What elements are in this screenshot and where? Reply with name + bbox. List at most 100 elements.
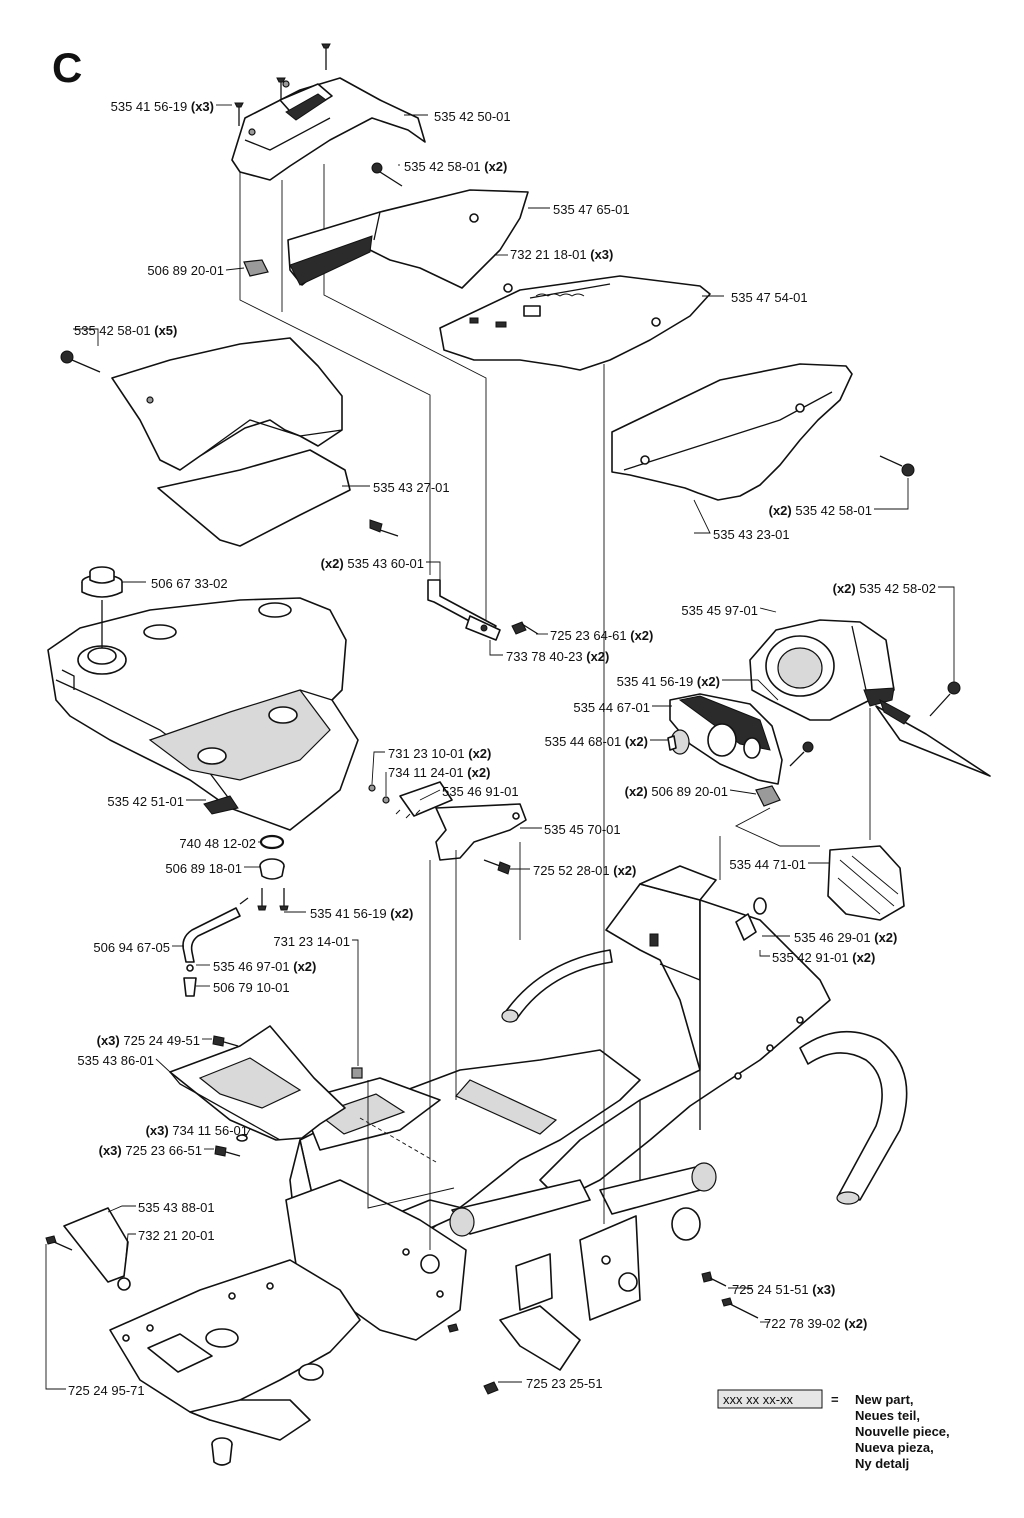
callout-c26: 535 45 70-01 <box>544 822 621 837</box>
quantity: (x2) <box>844 1316 867 1331</box>
part-number: 506 89 18-01 <box>165 861 242 876</box>
callout-c40: (x3) 734 11 56-01 <box>146 1123 248 1138</box>
part-number: 725 24 95-71 <box>68 1383 145 1398</box>
callout-c17: 733 78 40-23 (x2) <box>506 649 609 664</box>
callout-c13: 506 67 33-02 <box>151 576 228 591</box>
part-number: 535 47 65-01 <box>553 202 630 217</box>
quantity: (x2) <box>293 959 316 974</box>
headlight-lens <box>827 845 905 921</box>
quantity: (x2) <box>630 628 653 643</box>
callout-c02: 535 42 50-01 <box>434 109 511 124</box>
quantity: (x3) <box>146 1123 169 1138</box>
callout-c42: 535 43 88-01 <box>138 1200 215 1215</box>
legend-line-4: Nueva pieza, <box>855 1440 934 1455</box>
callout-c15: 535 45 97-01 <box>681 603 758 618</box>
rubber-plug <box>351 1067 363 1079</box>
part-number: 535 43 60-01 <box>347 556 424 571</box>
legend-code: xxx xx xx-xx <box>723 1392 794 1407</box>
quantity: (x2) <box>390 906 413 921</box>
part-number: 725 52 28-01 <box>533 863 610 878</box>
pedal-screws <box>212 1035 248 1157</box>
callout-c27: 740 48 12-02 <box>179 836 256 851</box>
callout-c07: 535 47 54-01 <box>731 290 808 305</box>
quantity: (x2) <box>586 649 609 664</box>
callout-c14: (x2) 535 42 58-02 <box>833 581 936 596</box>
callout-c09: 535 43 27-01 <box>373 480 450 495</box>
part-number: 731 23 10-01 <box>388 746 465 761</box>
callout-c23: 535 46 91-01 <box>442 784 519 799</box>
fuel-cap <box>81 566 123 648</box>
part-number: 535 42 58-01 <box>74 323 151 338</box>
quantity: (x2) <box>769 503 792 518</box>
callout-c04: 535 47 65-01 <box>553 202 630 217</box>
legend-equals: = <box>831 1392 839 1407</box>
section-letter: C <box>52 44 82 91</box>
screw-pair <box>371 162 403 187</box>
part-number: 734 11 24-01 <box>388 765 464 780</box>
callout-c21: 731 23 10-01 (x2) <box>388 746 491 761</box>
part-number: 535 44 67-01 <box>573 700 650 715</box>
axle-bolts <box>447 1271 759 1395</box>
quantity: (x2) <box>613 863 636 878</box>
callout-c29: 506 89 18-01 <box>165 861 242 876</box>
legend-line-3: Nouvelle piece, <box>855 1424 950 1439</box>
callout-c01: 535 41 56-19 (x3) <box>111 99 214 114</box>
part-number: 535 41 56-19 <box>617 674 694 689</box>
top-cover <box>231 77 426 181</box>
quantity: (x2) <box>468 746 491 761</box>
callout-c37: 506 79 10-01 <box>213 980 290 995</box>
quantity: (x2) <box>625 734 648 749</box>
tank-outlet-fittings <box>257 834 289 911</box>
quantity: (x3) <box>99 1143 122 1158</box>
clip-right <box>755 785 781 807</box>
part-number: 733 78 40-23 <box>506 649 583 664</box>
quantity: (x2) <box>321 556 344 571</box>
part-number: 535 42 58-01 <box>795 503 872 518</box>
right-fender-shield <box>611 363 853 501</box>
part-number: 506 94 67-05 <box>93 940 170 955</box>
part-number: 535 44 68-01 <box>545 734 622 749</box>
part-number: 535 46 97-01 <box>213 959 290 974</box>
callout-c12: (x2) 535 43 60-01 <box>321 556 424 571</box>
callout-leaders <box>45 104 955 1390</box>
callout-c24: (x2) 506 89 20-01 <box>625 784 728 799</box>
quantity: (x2) <box>874 930 897 945</box>
bulb <box>667 729 690 755</box>
callout-c45: 722 78 39-02 (x2) <box>764 1316 867 1331</box>
light-housing <box>669 693 783 785</box>
part-number: 725 23 64-61 <box>550 628 627 643</box>
part-number: 725 24 51-51 <box>732 1282 809 1297</box>
callout-c06: 506 89 20-01 <box>147 263 224 278</box>
legend-line-5: Ny detalj <box>855 1456 909 1471</box>
callout-c41: (x3) 725 23 66-51 <box>99 1143 202 1158</box>
callout-c32: 731 23 14-01 <box>273 934 350 949</box>
quantity: (x2) <box>484 159 507 174</box>
part-number: 506 67 33-02 <box>151 576 228 591</box>
part-number: 535 41 56-19 <box>310 906 387 921</box>
screw-left-x5 <box>60 350 101 373</box>
callout-c25: 535 42 51-01 <box>107 794 184 809</box>
intake-housing <box>749 619 895 721</box>
part-number: 732 21 18-01 <box>510 247 587 262</box>
part-number: 535 44 71-01 <box>729 857 806 872</box>
part-number: 535 46 29-01 <box>794 930 871 945</box>
part-number: 535 47 54-01 <box>731 290 808 305</box>
part-number: 506 89 20-01 <box>651 784 728 799</box>
clip-left <box>243 259 269 277</box>
part-number: 535 46 91-01 <box>442 784 519 799</box>
legend-code-box <box>717 1389 823 1409</box>
callout-c35: 535 42 91-01 (x2) <box>772 950 875 965</box>
bracket-center <box>427 579 539 641</box>
quantity: (x2) <box>467 765 490 780</box>
pedal-cover <box>169 1025 346 1141</box>
callout-c43: 732 21 20-01 <box>138 1228 215 1243</box>
side-cover <box>45 1207 131 1291</box>
callout-c39: 535 43 86-01 <box>77 1053 154 1068</box>
part-number: 722 78 39-02 <box>764 1316 841 1331</box>
part-number: 535 45 97-01 <box>681 603 758 618</box>
quantity: (x3) <box>812 1282 835 1297</box>
callout-c46: 725 24 95-71 <box>68 1383 145 1398</box>
duct-bracket <box>875 681 991 777</box>
callout-c30: 535 44 71-01 <box>729 857 806 872</box>
